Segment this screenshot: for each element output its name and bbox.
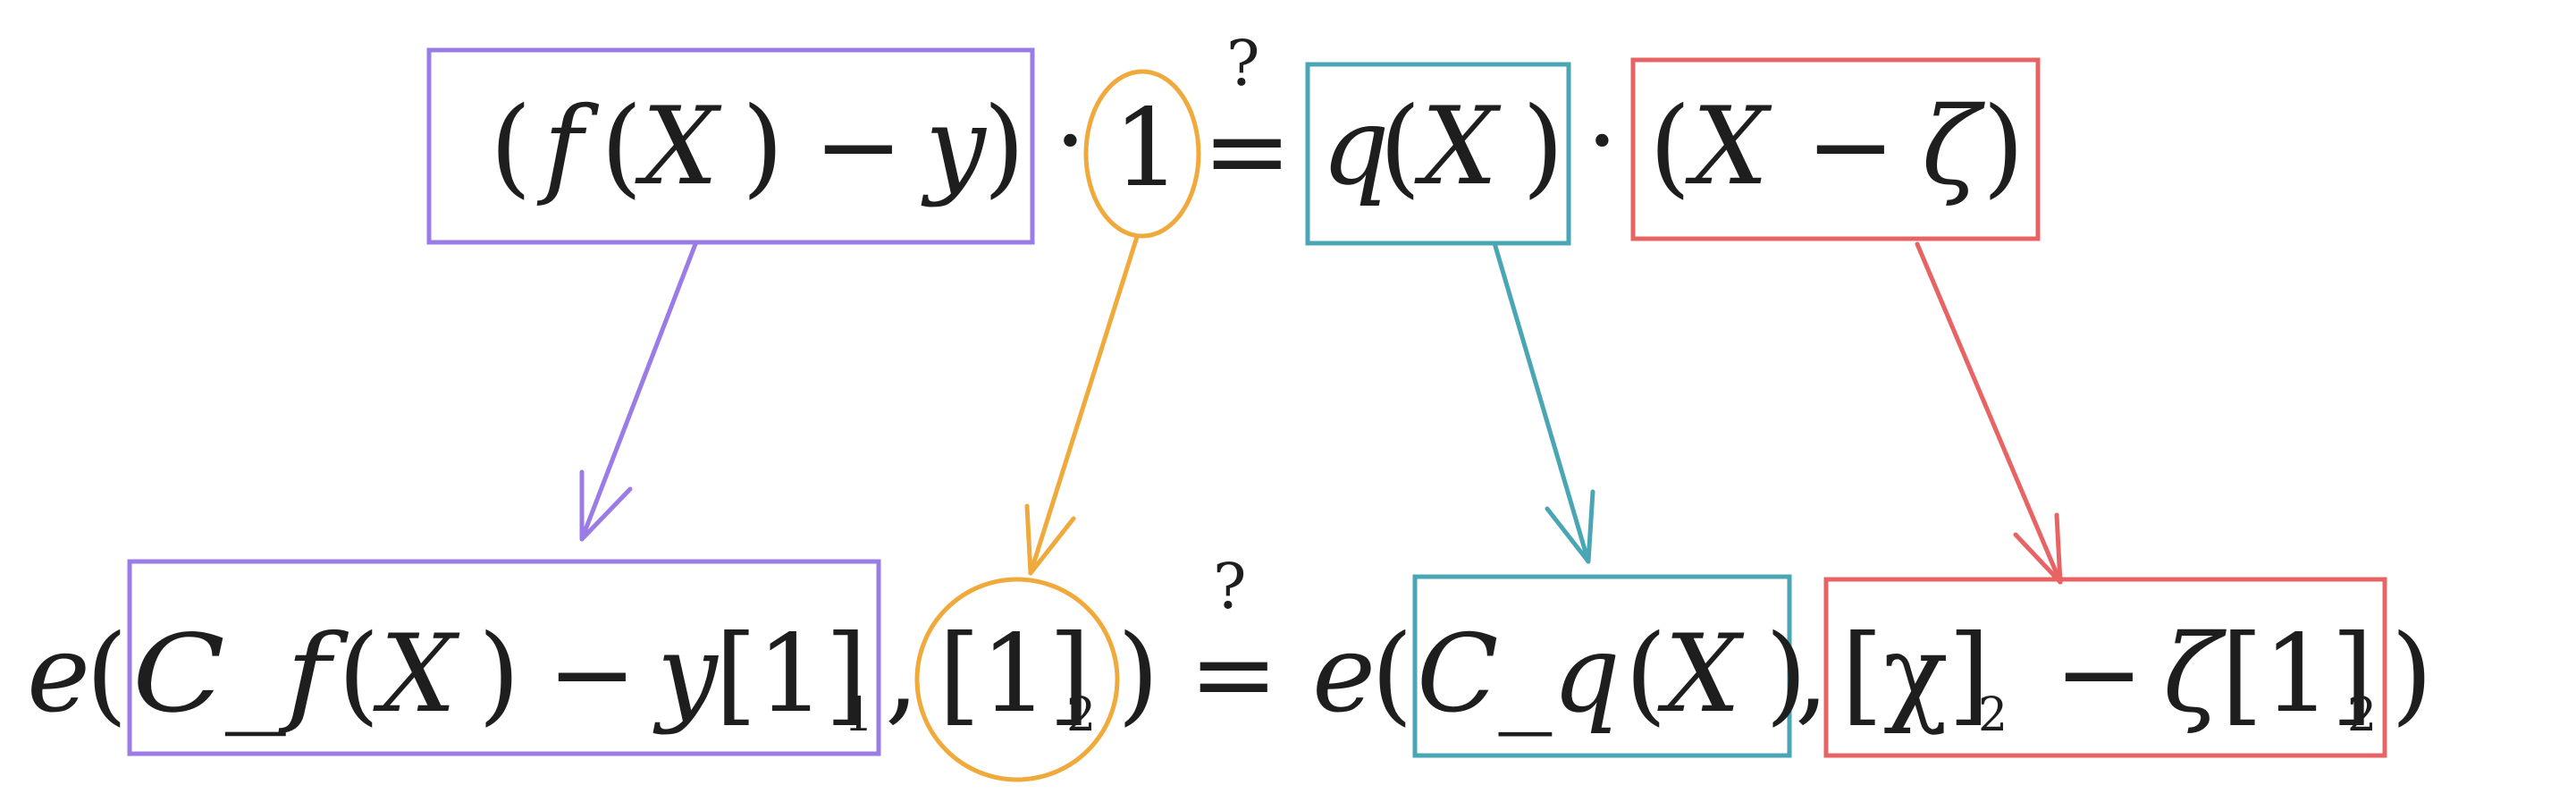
bottom-cf-paren-close: ) bbox=[478, 612, 520, 737]
bottom-minus-2: − bbox=[2054, 612, 2144, 737]
bottom-close-paren-2: ) bbox=[2391, 612, 2433, 737]
top-f-X: X bbox=[635, 85, 722, 209]
bottom-e-1: e bbox=[27, 612, 90, 737]
bottom-cf-paren-open: ( bbox=[338, 612, 380, 737]
top-f-box bbox=[426, 47, 1035, 245]
top-zeta-paren-open: ( bbox=[1649, 85, 1691, 209]
bottom-chi-sub: 2 bbox=[1978, 688, 2008, 742]
orange-arrow bbox=[1024, 234, 1140, 576]
bottom-sub-1: 1 bbox=[844, 688, 873, 742]
bottom-bracket-one: [1] bbox=[939, 612, 1090, 737]
bottom-zeta: ζ bbox=[2163, 612, 2227, 737]
top-f-symbol: f bbox=[536, 85, 600, 209]
bottom-right-expression: e ( C_q ( X ) , [χ] bbox=[1312, 612, 1990, 737]
top-equation: ( f ( X ) − y ) · 1 = ? q ( X ) · ( X − bbox=[426, 27, 2041, 246]
top-y: y bbox=[921, 85, 988, 209]
bottom-y: y bbox=[652, 612, 720, 737]
bottom-question-mark: ? bbox=[1213, 550, 1247, 623]
top-zeta-paren-close: ) bbox=[1983, 85, 2025, 209]
top-f-paren-close: ) bbox=[742, 85, 784, 209]
top-f-expression: ( f ( X ) − y ) bbox=[490, 85, 1025, 209]
bottom-comma-2: , bbox=[1795, 612, 1829, 737]
bottom-zeta-box bbox=[1823, 577, 2387, 758]
bottom-left-expression: e ( C_f ( X ) − y [1] bbox=[27, 612, 867, 737]
top-q-symbol: q bbox=[1321, 85, 1390, 209]
top-one: 1 bbox=[1113, 87, 1181, 211]
bottom-comma-1: , bbox=[885, 612, 919, 737]
bottom-close-paren-1: ) bbox=[1117, 612, 1159, 737]
top-q-box bbox=[1305, 62, 1571, 246]
top-one-circle bbox=[1083, 69, 1201, 239]
bottom-zeta-sub: 2 bbox=[2347, 688, 2377, 742]
arrows bbox=[579, 234, 2063, 585]
top-zeta-X: X bbox=[1685, 85, 1772, 209]
red-arrow bbox=[1915, 241, 2063, 585]
top-close-paren: ) bbox=[983, 85, 1025, 209]
bottom-minus-1: − bbox=[547, 612, 637, 737]
bottom-equals: = bbox=[1189, 612, 1279, 737]
bottom-cf-label: C_f bbox=[132, 612, 349, 737]
bottom-one-circle bbox=[914, 577, 1120, 782]
bottom-cq-paren-open: ( bbox=[1625, 612, 1667, 737]
top-q-paren-open: ( bbox=[1379, 85, 1421, 209]
top-zeta-expression: ( X − ζ ) bbox=[1649, 85, 2025, 209]
top-zeta-box bbox=[1630, 57, 2041, 241]
top-q-X: X bbox=[1414, 85, 1502, 209]
top-question-mark: ? bbox=[1226, 27, 1260, 100]
bottom-equation: e ( C_f ( X ) − y [1] 1 , [1] 2 ) = ? e … bbox=[27, 550, 2433, 782]
bottom-open-paren-1: ( bbox=[86, 612, 128, 737]
bottom-cf-box bbox=[127, 559, 881, 756]
bottom-cq-box bbox=[1412, 574, 1792, 758]
top-zeta-minus: − bbox=[1806, 85, 1896, 209]
top-zeta-symbol: ζ bbox=[1922, 85, 1985, 209]
bottom-cq-label: C_q bbox=[1417, 612, 1621, 737]
top-f-paren-open: ( bbox=[601, 85, 643, 209]
top-cdot-2: · bbox=[1587, 83, 1618, 198]
bottom-bracket-1: [1] bbox=[715, 612, 867, 737]
bottom-zeta-bracket: [1] bbox=[2221, 612, 2373, 737]
purple-arrow bbox=[579, 241, 698, 542]
top-equals: = bbox=[1202, 89, 1292, 214]
bottom-open-paren-2: ( bbox=[1371, 612, 1413, 737]
bottom-cq-paren-close: ) bbox=[1765, 612, 1807, 737]
top-q-expression: q ( X ) bbox=[1321, 85, 1564, 209]
top-minus: − bbox=[813, 85, 904, 209]
bottom-chi-bracket: [χ] bbox=[1841, 612, 1990, 737]
bottom-e-2: e bbox=[1312, 612, 1376, 737]
bottom-cq-X: X bbox=[1657, 612, 1745, 737]
bottom-cf-X: X bbox=[373, 612, 460, 737]
teal-arrow bbox=[1492, 241, 1595, 564]
top-q-paren-close: ) bbox=[1522, 85, 1564, 209]
top-cdot-1: · bbox=[1055, 83, 1086, 198]
bottom-sub-one: 2 bbox=[1066, 688, 1096, 742]
top-open-paren: ( bbox=[490, 85, 532, 209]
